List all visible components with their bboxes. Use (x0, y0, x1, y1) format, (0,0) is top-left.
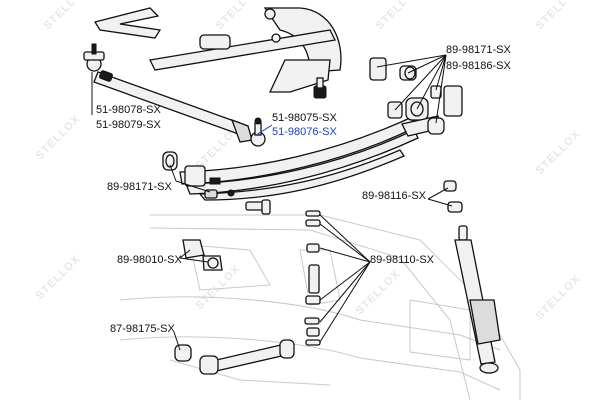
label-89-98186[interactable]: 89-98186-SX (446, 60, 511, 72)
watermark-text: STELLOX (34, 113, 83, 162)
watermark-text: STELLOX (42, 0, 91, 32)
sway-bar-link (443, 180, 463, 213)
watermark-text: STELLOX (214, 0, 263, 32)
spring-bolt (245, 199, 271, 215)
stabilizer-bushing (182, 239, 223, 271)
frame-outline (119, 214, 521, 400)
label-89-98110[interactable]: 89-98110-SX (370, 254, 435, 266)
link-stack (304, 210, 321, 346)
tie-rod-end (230, 117, 266, 147)
label-87-98175[interactable]: 87-98175-SX (110, 323, 175, 335)
watermark-text: STELLOX (34, 253, 83, 302)
watermark-text: STELLOX (534, 0, 583, 32)
spring-bushing-left (162, 151, 235, 199)
watermark-text: STELLOX (534, 273, 583, 322)
label-51-98075[interactable]: 51-98075-SX (272, 112, 337, 124)
label-51-98078[interactable]: 51-98078-SX (96, 104, 161, 116)
label-89-98171-top[interactable]: 89-98171-SX (446, 44, 511, 56)
label-51-98076[interactable]: 51-98076-SX (272, 126, 337, 138)
part-labels: 51-98078-SX 51-98079-SX 51-98075-SX 51-9… (96, 44, 511, 335)
watermark-text: STELLOX (354, 268, 403, 317)
spring-shackle-right (369, 57, 463, 137)
shock-absorber (454, 225, 501, 374)
label-89-98010[interactable]: 89-98010-SX (117, 254, 182, 266)
label-51-98079[interactable]: 51-98079-SX (96, 119, 161, 131)
watermark-text: STELLOX (534, 128, 583, 177)
lower-control-arm (174, 339, 295, 375)
label-89-98116[interactable]: 89-98116-SX (362, 190, 427, 202)
watermark-text: STELLOX (374, 0, 423, 32)
upper-bracket (93, 7, 342, 99)
label-89-98171-left[interactable]: 89-98171-SX (107, 181, 172, 193)
leader-lines (91, 54, 453, 351)
